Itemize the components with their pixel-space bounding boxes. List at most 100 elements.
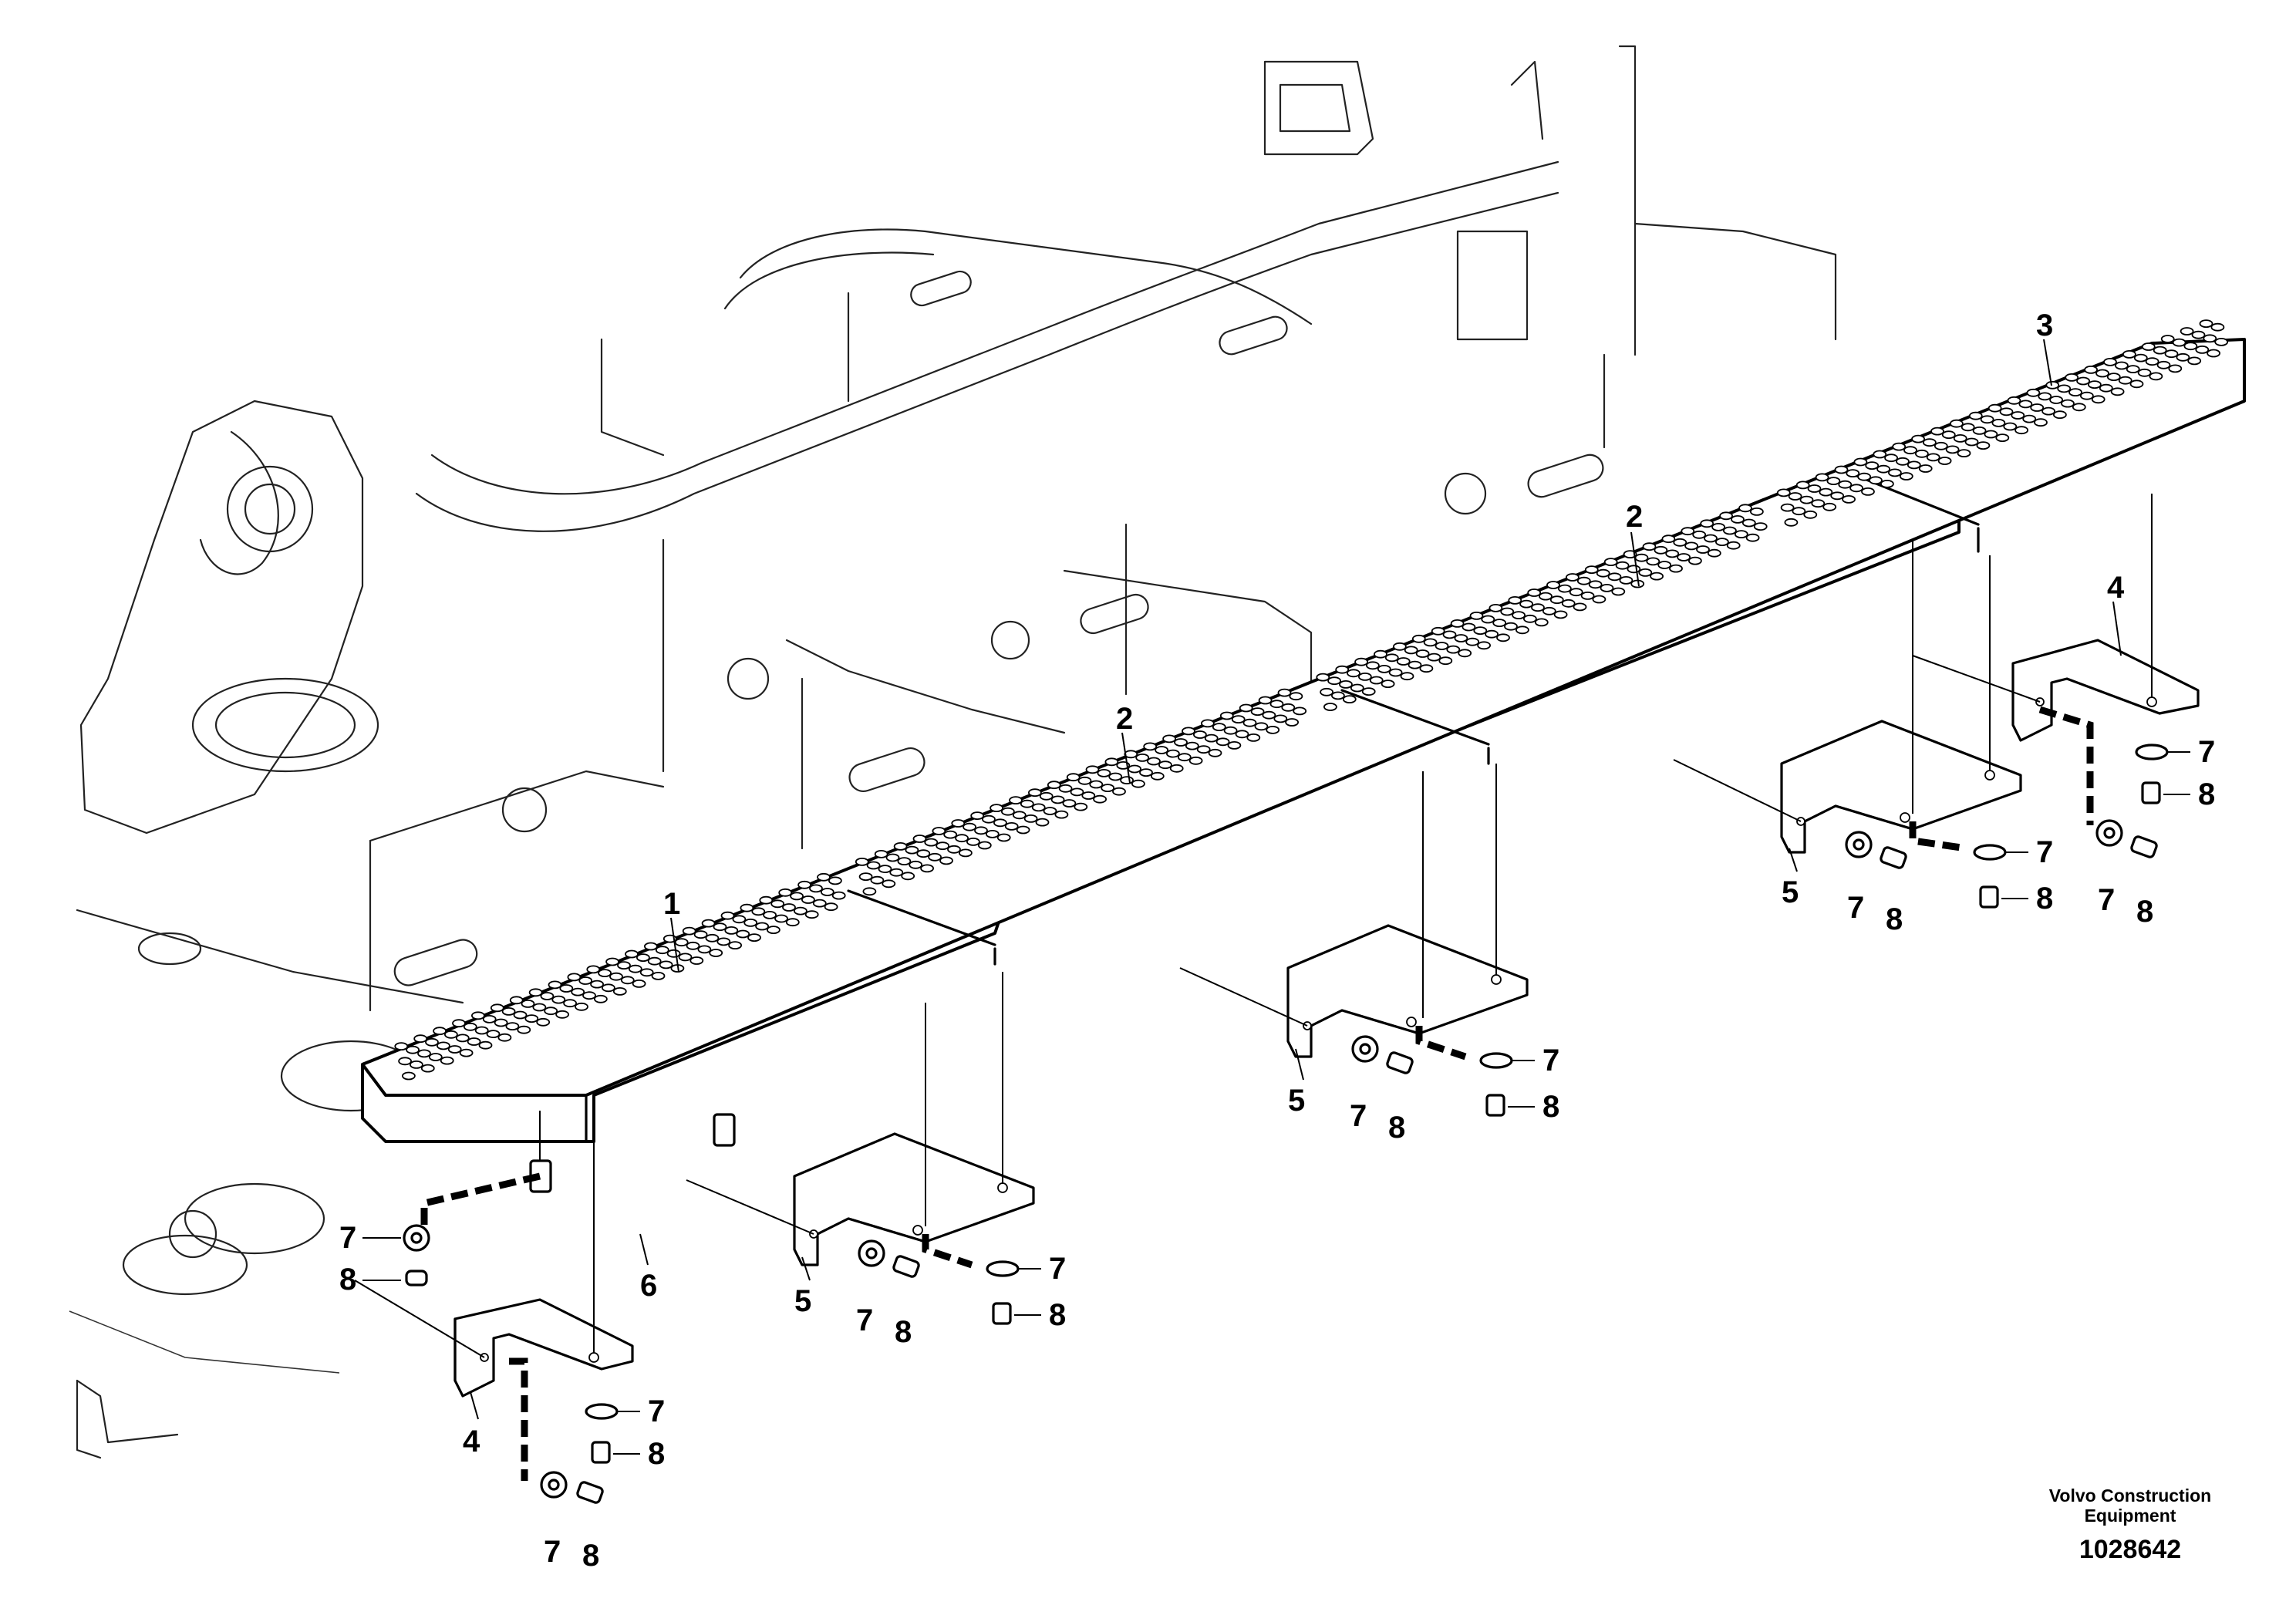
perforation-hole <box>1753 522 1768 531</box>
perforation-hole <box>1423 638 1438 647</box>
perforation-hole <box>1623 550 1637 558</box>
perforation-hole <box>1458 649 1472 658</box>
callout-7-b-top: 7 <box>1542 1044 1559 1077</box>
perforation-hole <box>1722 526 1737 535</box>
perforation-hole <box>1692 530 1707 539</box>
callout-7-a-top: 7 <box>1049 1252 1066 1286</box>
perforation-hole <box>1054 810 1069 819</box>
perforation-hole <box>1327 676 1341 686</box>
callout-7-b-side: 7 <box>1350 1099 1367 1133</box>
perforation-hole <box>693 930 708 939</box>
perforation-hole <box>440 1056 454 1065</box>
perforation-hole <box>1323 703 1337 711</box>
perforation-hole <box>1454 634 1468 642</box>
perforation-hole <box>1991 419 2006 427</box>
callout-8-left-bottom: 8 <box>582 1539 599 1573</box>
perforation-hole <box>689 956 704 965</box>
perforation-hole <box>2045 380 2060 389</box>
perforation-hole <box>1949 419 1964 428</box>
perforation-hole <box>682 926 696 936</box>
perforation-hole <box>471 1011 485 1020</box>
callout-8-c-top: 8 <box>2036 882 2053 916</box>
perforation-hole <box>740 903 754 912</box>
company-name-line2: Equipment <box>2085 1506 2176 1526</box>
perforation-hole <box>2203 334 2217 343</box>
callout-7-c-top: 7 <box>2036 835 2053 869</box>
perforation-hole <box>1358 673 1372 681</box>
perforation-hole <box>2038 392 2052 401</box>
perforation-hole <box>1058 784 1073 793</box>
perforation-hole <box>2118 376 2132 385</box>
perforation-hole <box>820 888 834 896</box>
perforation-hole <box>678 953 693 962</box>
perforation-hole <box>1945 445 1960 454</box>
perforation-hole <box>1377 665 1391 673</box>
perforation-hole <box>1930 427 1944 436</box>
perforation-hole <box>767 926 781 934</box>
perforation-hole <box>1442 630 1457 639</box>
perforation-hole <box>674 938 689 947</box>
perforation-hole <box>2153 346 2167 355</box>
perforation-hole <box>1204 733 1219 743</box>
perforation-hole <box>1876 464 1891 474</box>
perforation-hole <box>2052 410 2067 420</box>
perforation-hole <box>2149 372 2163 381</box>
perforation-hole <box>2195 345 2210 354</box>
perforation-hole <box>428 1053 443 1061</box>
perforation-hole <box>932 827 946 835</box>
perforation-hole <box>1731 515 1745 524</box>
perforation-hole <box>605 957 619 966</box>
callout-7-right-bottom: 7 <box>2098 883 2115 917</box>
perforation-hole <box>858 872 873 881</box>
perforation-hole <box>598 969 612 977</box>
perforation-hole <box>1062 799 1077 808</box>
perforation-hole <box>2103 357 2117 366</box>
perforation-hole <box>2087 380 2102 389</box>
perforation-hole <box>1419 664 1434 673</box>
perforation-hole <box>1023 814 1038 823</box>
perforation-hole <box>1642 542 1657 551</box>
drawing-caption: Volvo Construction Equipment 1028642 <box>2049 1485 2211 1564</box>
perforation-hole <box>1177 753 1192 762</box>
perforation-hole <box>1020 799 1034 808</box>
perforation-hole <box>1174 738 1188 747</box>
perforation-hole <box>1558 584 1572 593</box>
perforation-hole <box>1012 811 1027 820</box>
perforation-hole <box>1404 646 1418 655</box>
perforation-hole <box>1834 465 1849 474</box>
perforation-hole <box>732 915 747 924</box>
perforation-hole <box>924 838 939 847</box>
perforation-hole <box>1231 715 1246 723</box>
perforation-hole <box>628 964 642 973</box>
perforation-hole <box>1999 407 2014 416</box>
perforation-hole <box>1922 438 1937 447</box>
perforation-hole <box>1815 473 1829 482</box>
perforation-hole <box>1580 592 1595 600</box>
perforation-hole <box>1741 518 1756 528</box>
perforation-hole <box>1339 680 1353 689</box>
perforation-hole <box>540 992 555 1000</box>
perforation-hole <box>1108 772 1123 781</box>
perforation-hole <box>1707 548 1721 558</box>
perforation-hole <box>2187 356 2202 366</box>
mounting-bracket-5-a <box>793 1132 1035 1266</box>
perforation-hole <box>1066 773 1081 782</box>
mounting-bracket-4-right <box>2011 639 2200 742</box>
perforation-hole <box>763 911 777 919</box>
perforation-hole <box>993 818 1007 828</box>
callout-7-right-top: 7 <box>2198 735 2215 769</box>
callout-8-a-top: 8 <box>1049 1298 1066 1332</box>
callout-leaders <box>362 339 2190 1455</box>
perforation-hole <box>647 956 662 966</box>
perforation-hole <box>639 968 654 977</box>
perforation-hole <box>1223 726 1238 735</box>
perforation-hole <box>1462 622 1476 632</box>
perforation-hole <box>2030 403 2045 412</box>
perforation-hole <box>1396 657 1411 666</box>
callout-8-left-bracket: 8 <box>648 1437 665 1471</box>
perforation-hole <box>594 994 608 1003</box>
callout-8-right-top: 8 <box>2198 777 2215 811</box>
callout-labels: 1 2 2 3 4 4 5 5 5 6 7 8 7 8 7 8 7 8 7 8 … <box>339 309 2215 1573</box>
perforation-hole <box>1603 558 1618 566</box>
perforation-hole <box>2007 396 2021 405</box>
